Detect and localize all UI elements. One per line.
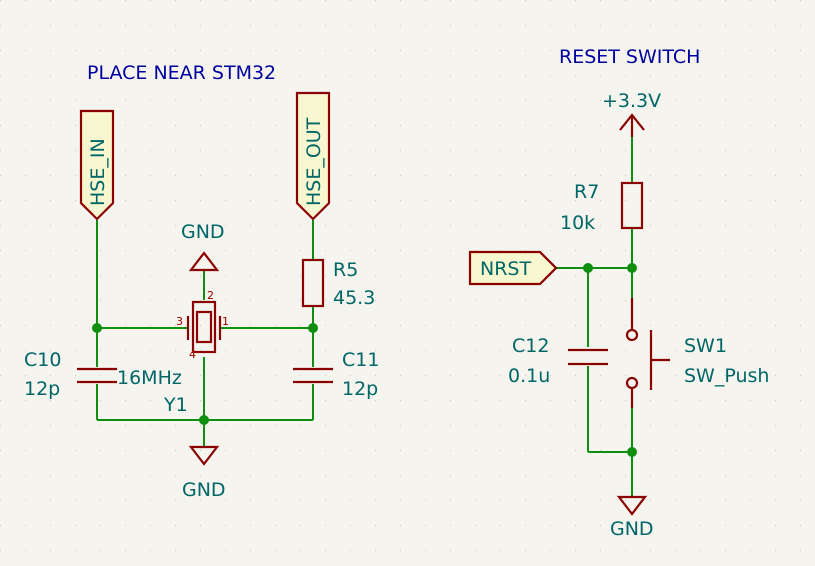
gnd-bottom-left-text: GND [182, 479, 226, 501]
resistor-r7[interactable] [620, 181, 644, 230]
c12-value: 0.1u [508, 365, 550, 387]
hse-in-text: HSE_IN [87, 138, 109, 206]
gnd-top-text: GND [181, 221, 225, 243]
gnd-symbol-bottom-left[interactable] [188, 445, 220, 466]
c10-ref: C10 [24, 349, 61, 371]
y1-pin-2: 2 [207, 289, 214, 302]
nrst-label[interactable]: NRST [468, 250, 558, 286]
junction-dot [627, 263, 637, 273]
junction-dot [627, 447, 637, 457]
junction-dot [92, 323, 102, 333]
junction-dot [583, 263, 593, 273]
capacitor-c10[interactable] [77, 367, 117, 384]
hse-in-label[interactable]: HSE_IN [79, 109, 115, 221]
gnd-symbol-bottom-right[interactable] [616, 495, 648, 516]
note-place-near-stm32: PLACE NEAR STM32 [87, 62, 276, 84]
capacitor-c12[interactable] [568, 348, 608, 366]
c12-ref: C12 [512, 335, 549, 357]
power-3v3-text: +3.3V [602, 90, 661, 112]
nrst-text: NRST [480, 258, 531, 280]
capacitor-c11[interactable] [293, 367, 333, 384]
c11-ref: C11 [342, 349, 379, 371]
junction-dot [199, 415, 209, 425]
sw1-value: SW_Push [684, 365, 769, 387]
y1-pin-3: 3 [176, 315, 183, 328]
c11-value: 12p [342, 378, 378, 400]
power-3v3-symbol[interactable] [619, 113, 645, 137]
gnd-symbol-top[interactable]: GND [181, 221, 225, 272]
hse-out-label[interactable]: HSE_OUT [295, 91, 331, 221]
y1-value: 16MHz [117, 367, 182, 389]
junction-dot [308, 323, 318, 333]
y1-pin-1: 1 [222, 315, 229, 328]
c10-value: 12p [24, 378, 60, 400]
hse-out-text: HSE_OUT [303, 117, 325, 206]
r7-value: 10k [560, 212, 595, 234]
gnd-bottom-right-text: GND [610, 518, 654, 540]
crystal-y1[interactable] [186, 300, 222, 354]
r5-value: 45.3 [333, 287, 375, 309]
note-reset-switch: RESET SWITCH [559, 46, 700, 68]
r7-ref: R7 [574, 181, 599, 203]
r5-ref: R5 [333, 259, 358, 281]
crystal-wires [96, 220, 314, 447]
y1-pin-4: 4 [189, 348, 196, 361]
resistor-r5[interactable] [301, 258, 325, 308]
y1-ref: Y1 [163, 394, 188, 416]
switch-sw1[interactable] [625, 298, 670, 408]
sw1-ref: SW1 [684, 335, 727, 357]
